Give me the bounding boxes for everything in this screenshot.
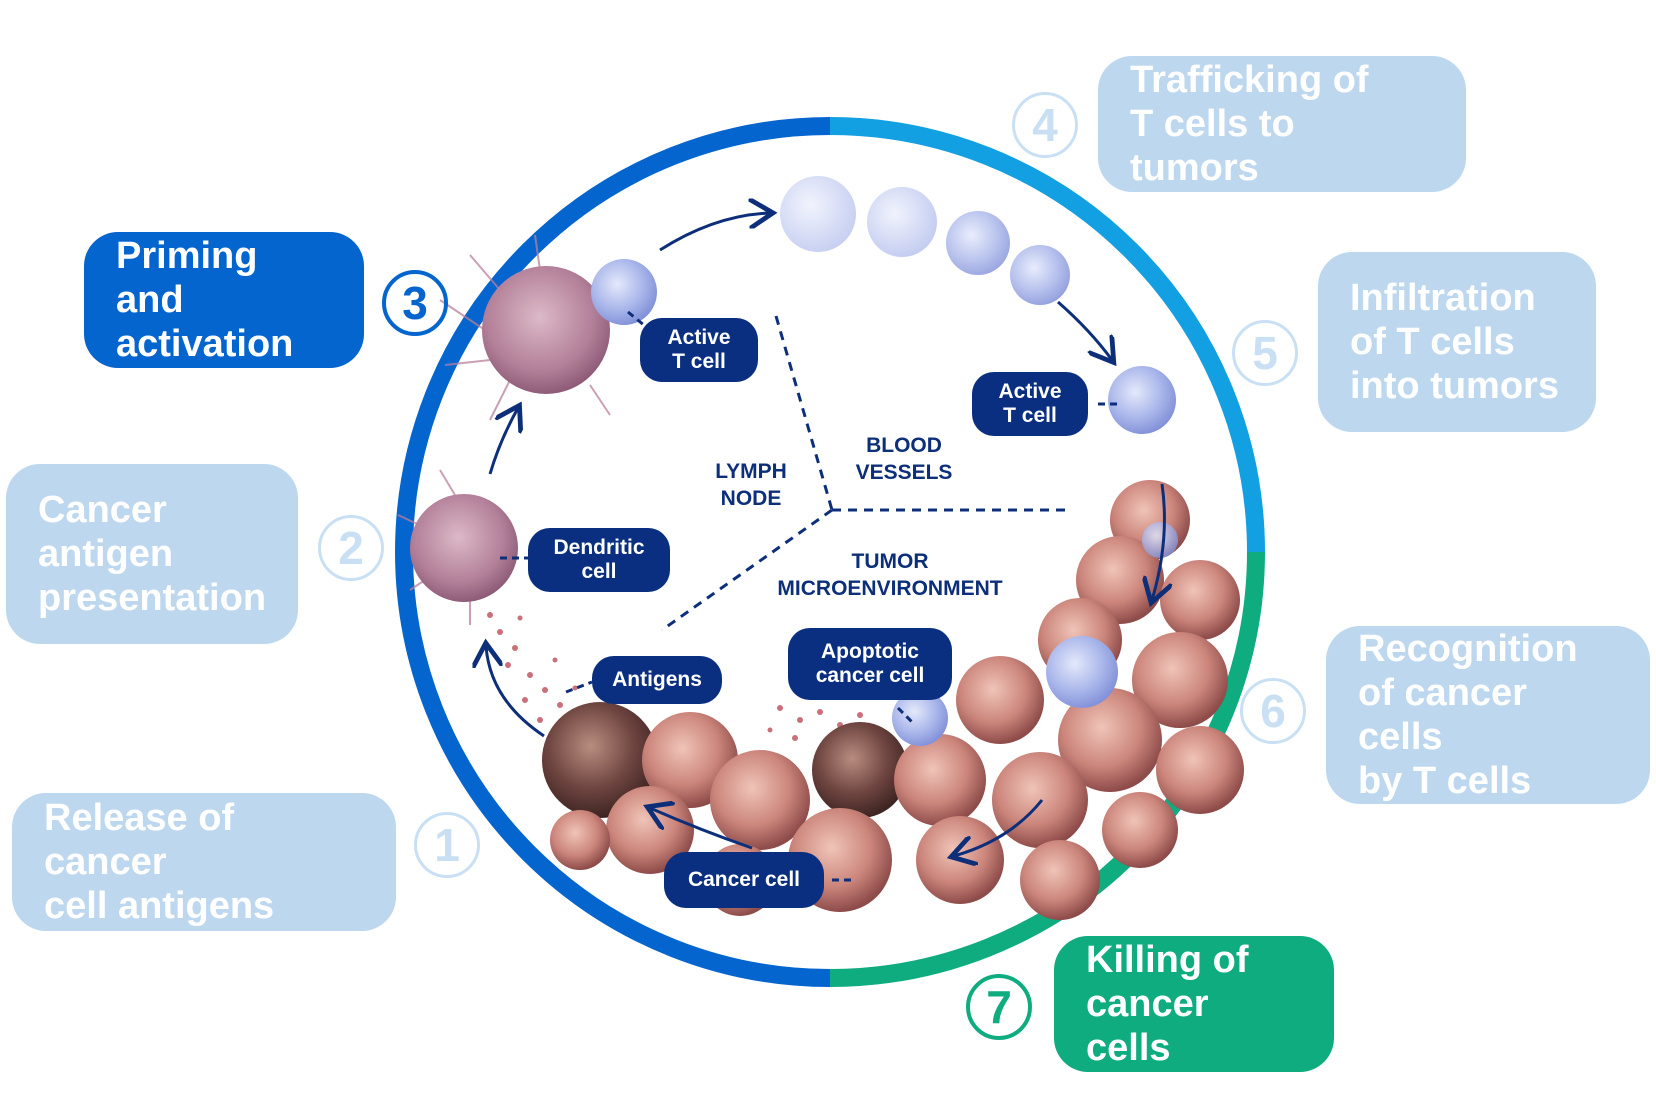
step-box-6: Recognition of cancer cells by T cells <box>1326 626 1650 804</box>
step-number-3: 3 <box>382 270 448 336</box>
label-connectors <box>500 310 1118 882</box>
step-box-4: Trafficking of T cells to tumors <box>1098 56 1466 192</box>
step-box-1: Release of cancer cell antigens <box>12 793 396 931</box>
pill-apoptotic-cancer-cell: Apoptotic cancer cell <box>788 628 952 700</box>
step-number-1: 1 <box>414 812 480 878</box>
pill-active-t-cell-left: Active T cell <box>640 318 758 382</box>
t-cell-tumor-edge <box>1142 522 1178 558</box>
step-number-5: 5 <box>1232 320 1298 386</box>
trafficking-t-cells <box>780 176 1070 305</box>
dendritic-cell-priming <box>439 234 657 421</box>
pill-antigens: Antigens <box>592 656 722 704</box>
t-cell-killing <box>892 690 948 746</box>
pill-active-t-cell-right: Active T cell <box>972 372 1088 436</box>
step-number-2: 2 <box>318 515 384 581</box>
dendritic-cell-presenting <box>397 469 518 625</box>
active-t-cell-infiltrating <box>1108 366 1176 434</box>
step-box-2: Cancer antigen presentation <box>6 464 298 644</box>
region-label-tumor-microenvironment: TUMOR MICROENVIRONMENT <box>777 550 1003 600</box>
step-number-4: 4 <box>1012 92 1078 158</box>
ring-segment-light-blue <box>829 117 1265 553</box>
pill-dendritic-cell: Dendritic cell <box>528 528 670 592</box>
cycle-arrows <box>486 213 1164 856</box>
region-label-blood-vessels: BLOOD VESSELS <box>855 434 953 484</box>
step-box-7: Killing of cancer cells <box>1054 936 1334 1072</box>
step-box-3: Priming and activation <box>84 232 364 368</box>
step-box-5: Infiltration of T cells into tumors <box>1318 252 1596 432</box>
region-label-lymph-node: LYMPH NODE <box>715 460 787 510</box>
t-cell-recognizing <box>1046 636 1118 708</box>
pill-cancer-cell: Cancer cell <box>664 852 824 908</box>
step-number-6: 6 <box>1240 678 1306 744</box>
region-dividers <box>661 315 1070 632</box>
step-number-7: 7 <box>966 974 1032 1040</box>
ring-segment-blue <box>395 117 831 987</box>
